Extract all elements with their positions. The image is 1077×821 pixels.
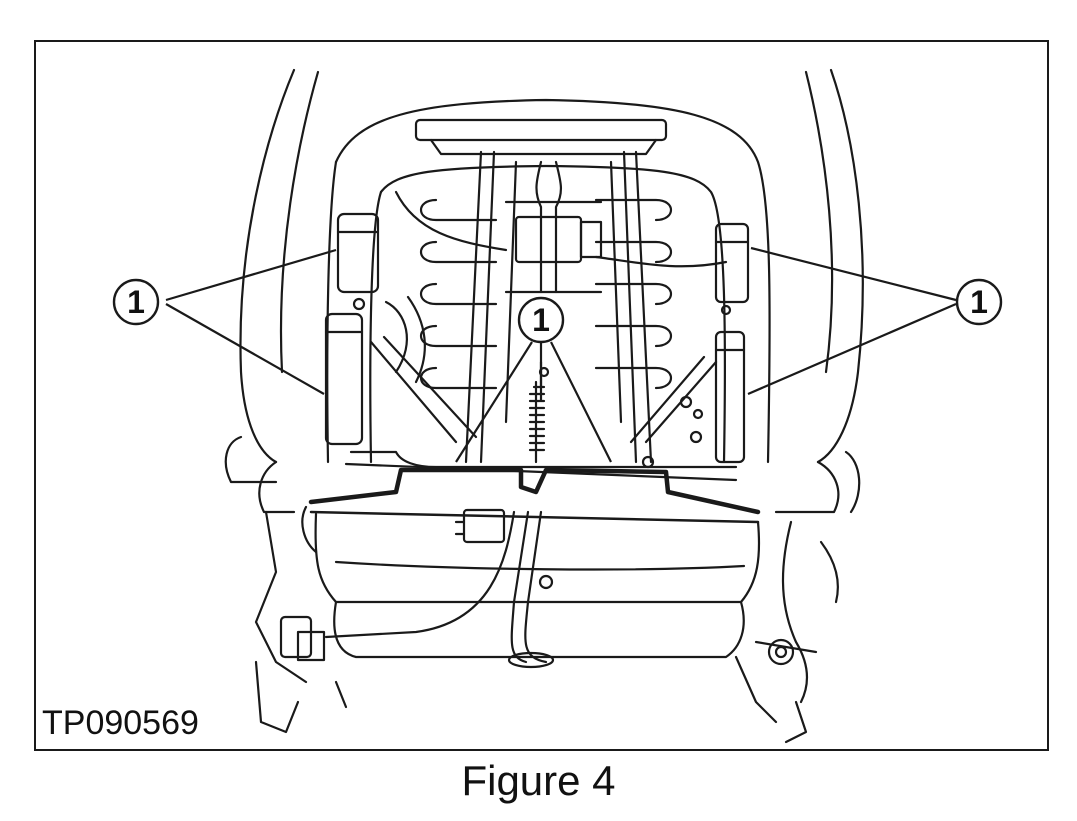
center-callout-label: 1 — [532, 302, 550, 338]
figure-caption: Figure 4 — [461, 757, 616, 804]
left-bolster-outline — [239, 68, 296, 464]
head-restraint-guide — [414, 118, 668, 142]
seat-back-shell — [334, 98, 771, 464]
figure-frame: 1 1 1 TP090569 — [34, 40, 1049, 751]
figure-reference-code: TP090569 — [42, 704, 199, 742]
left-callout-circle — [112, 278, 160, 326]
center-spring — [528, 380, 546, 464]
right-callout-label: 1 — [970, 284, 988, 320]
center-callout-leader-right — [550, 341, 612, 463]
seat-back-illustration — [112, 68, 1003, 744]
right-bolster-outline — [816, 68, 864, 464]
right-callout-leader-lower — [747, 302, 957, 396]
left-callout-leader-upper — [165, 248, 337, 302]
left-side-trim-upper — [336, 212, 380, 294]
right-side-trim-upper — [714, 222, 750, 304]
seat-cushion-pan — [314, 512, 761, 604]
left-side-trim-lower — [324, 312, 364, 446]
right-callout-circle — [955, 278, 1003, 326]
seat-cushion-rear-edge — [308, 467, 761, 515]
center-callout-leader-left — [455, 341, 533, 463]
right-callout-leader-upper — [750, 246, 957, 302]
left-callout-leader-lower — [165, 303, 325, 395]
right-side-trim-lower — [714, 330, 746, 464]
center-callout-circle — [517, 296, 565, 344]
left-callout-label: 1 — [127, 284, 145, 320]
